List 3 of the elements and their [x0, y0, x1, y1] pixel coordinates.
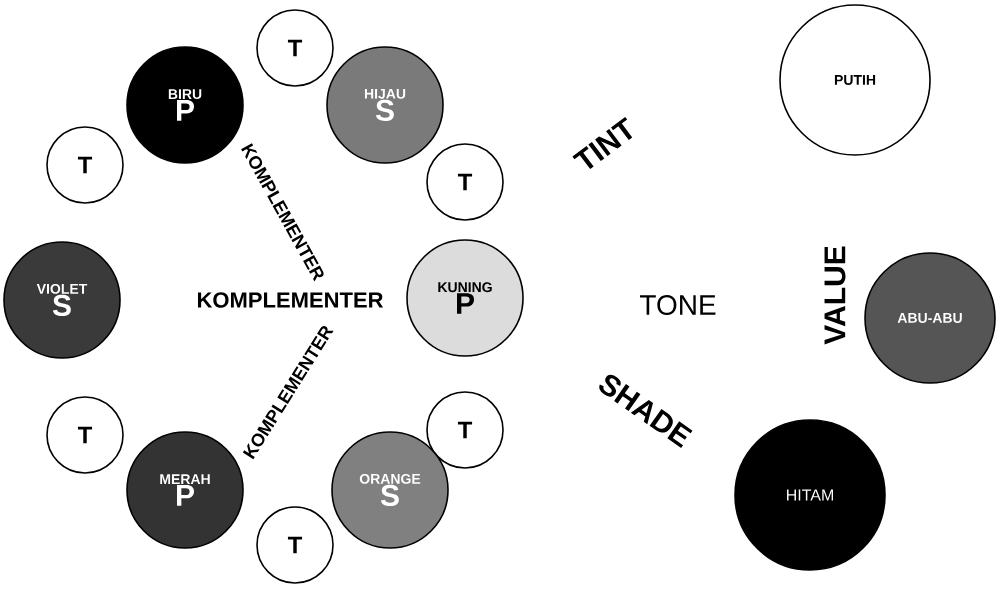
text-label: VALUE	[824, 246, 846, 345]
text-label: TONE	[640, 295, 716, 315]
text-label: KOMPLEMENTER	[198, 292, 384, 308]
